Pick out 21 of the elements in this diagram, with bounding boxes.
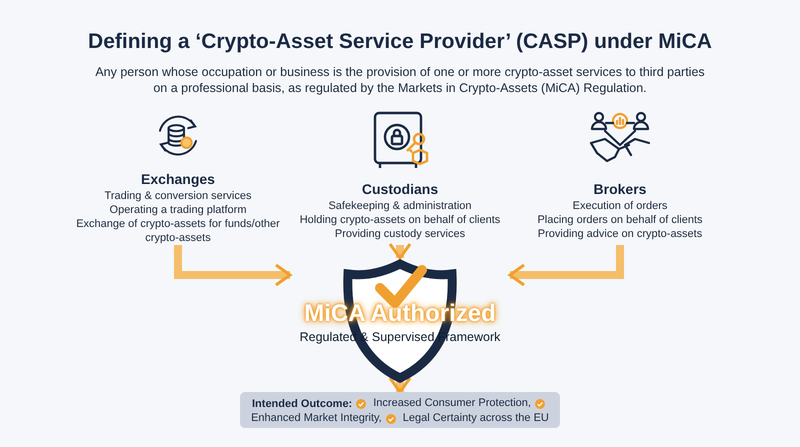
- service-line: Placing orders on behalf of clients: [537, 213, 703, 227]
- service-line: Trading & conversion services: [104, 189, 252, 203]
- column-heading: Custodians: [362, 181, 438, 197]
- flow-arrow: [388, 376, 412, 394]
- title: Defining a ‘Crypto-Asset Service Provider’ (CASP) under MiCA: [87, 30, 713, 54]
- outcome-item: Legal Certainty across the EU: [402, 411, 549, 426]
- flow-arrow: [388, 242, 412, 260]
- column-heading: Exchanges: [141, 171, 215, 187]
- definition-text: Any person whose occupation or business is the provision of one or more crypto-asset services to third parties on a professional basis, as regulated by the Markets in Crypto-Assets (MiCA) Regulation.: [94, 64, 706, 96]
- outcome-item: Enhanced Market Integrity,: [251, 411, 382, 426]
- service-line: Safekeeping & administration: [328, 199, 472, 213]
- column-heading: Brokers: [594, 181, 646, 197]
- outcome-item: Increased Consumer Protection,: [373, 396, 531, 411]
- service-line: Operating a trading platform: [110, 203, 246, 217]
- service-line: Exchange of crypto-assets for funds/other crypto-assets: [75, 217, 281, 245]
- service-line: Holding crypto-assets on behalf of clients: [300, 213, 500, 227]
- outcome-panel: [240, 392, 560, 428]
- service-line: Providing advice on crypto-assets: [538, 227, 702, 241]
- outcome-label: Intended Outcome:: [252, 398, 352, 410]
- service-line: Providing custody services: [334, 227, 466, 241]
- service-line: Execution of orders: [572, 199, 668, 213]
